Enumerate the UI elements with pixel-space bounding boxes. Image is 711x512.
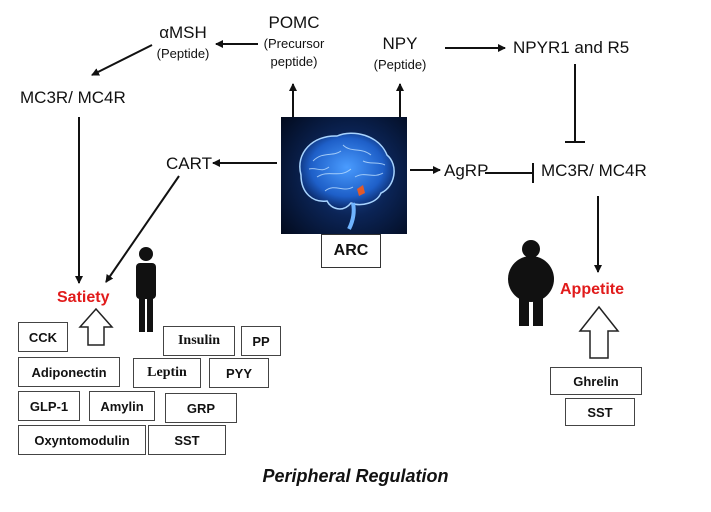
factor-box-amylin: Amylin: [89, 391, 155, 421]
npy-label: NPY: [382, 34, 418, 53]
overweight-person-icon: [508, 240, 554, 326]
factor-box-oxyntomodulin: Oxyntomodulin: [18, 425, 146, 455]
pomc-label: POMC: [268, 13, 320, 32]
brain-image: [281, 117, 407, 234]
pomc-sub-1: (Precursor: [263, 36, 325, 51]
hollow-up-arrow-satiety: [78, 307, 114, 346]
mc-right-label: MC3R/ MC4R: [541, 161, 647, 180]
brain-icon: [299, 132, 395, 230]
factor-box-adiponectin: Adiponectin: [18, 357, 120, 387]
factor-box-sst-satiety: SST: [148, 425, 226, 455]
npy-sub: (Peptide): [373, 57, 427, 72]
npyr-label: NPYR1 and R5: [513, 38, 630, 57]
diagram-footer-title: Peripheral Regulation: [262, 466, 449, 486]
pomc-sub-2: peptide): [270, 54, 318, 69]
appetite-label: Appetite: [560, 281, 624, 298]
cart-label: CART: [166, 154, 212, 173]
factor-box-pp: PP: [241, 326, 281, 356]
factor-box-leptin: Leptin: [133, 358, 201, 388]
arrow-amsh-to-mc-left: [91, 44, 153, 76]
factor-box-cck: CCK: [18, 322, 68, 352]
factor-box-pyy: PYY: [209, 358, 269, 388]
amsh-sub: (Peptide): [156, 46, 210, 61]
factor-box-insulin: Insulin: [163, 326, 235, 356]
hollow-up-arrow-appetite: [578, 305, 620, 359]
factor-box-sst-appetite: SST: [565, 398, 635, 426]
arrow-cart-to-satiety: [105, 175, 180, 283]
satiety-label: Satiety: [57, 289, 110, 306]
factor-box-glp1: GLP-1: [18, 391, 80, 421]
mc-left-label: MC3R/ MC4R: [20, 88, 126, 107]
factor-box-grp: GRP: [165, 393, 237, 423]
amsh-label: αMSH: [159, 23, 207, 42]
factor-box-ghrelin: Ghrelin: [550, 367, 642, 395]
arc-label: ARC: [321, 234, 381, 268]
thin-person-icon: [136, 247, 156, 332]
agrp-label: AgRP: [444, 161, 489, 180]
